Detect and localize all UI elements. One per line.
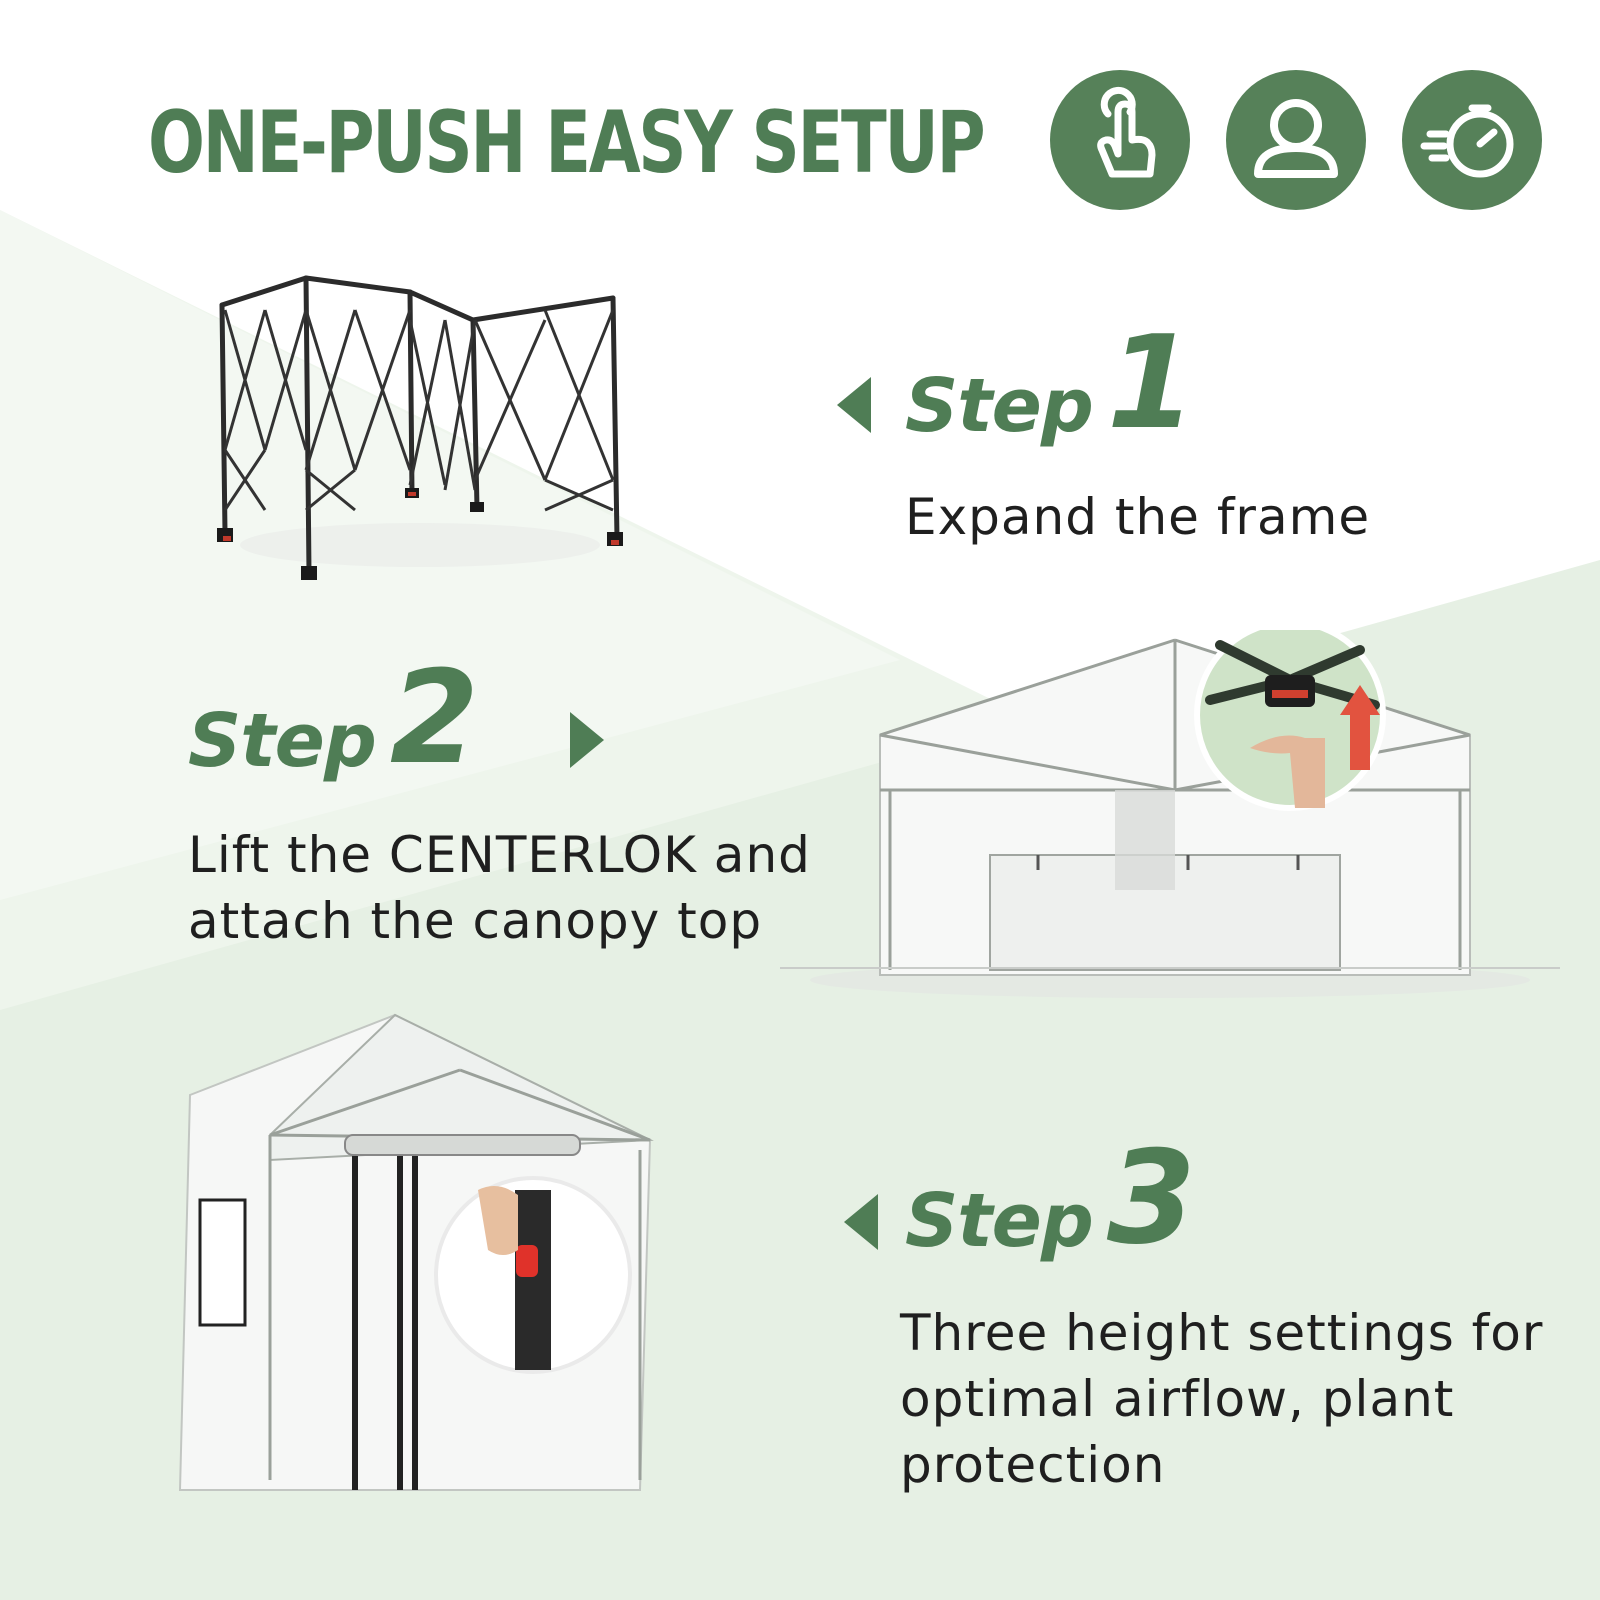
tall-greenhouse-photo — [160, 1010, 690, 1510]
step-1-description-line: Expand the frame — [905, 488, 1371, 546]
canopy-greenhouse-photo — [780, 630, 1560, 1010]
fast-stopwatch-icon — [1420, 104, 1514, 178]
single-person-icon — [1254, 99, 1338, 178]
step-2-arrow-right-icon — [570, 712, 604, 768]
step-3-arrow-left-icon — [844, 1194, 878, 1250]
step-2-description-line: attach the canopy top — [188, 892, 763, 950]
step-3-description-line: protection — [900, 1436, 1166, 1494]
tap-finger-icon — [1097, 86, 1156, 178]
step-3-description: Three height settings for optimal airflo… — [900, 1300, 1543, 1498]
step-2-word: Step — [188, 697, 377, 784]
step-3-description-line: optimal airflow, plant — [900, 1370, 1455, 1428]
step-3-heading: Step 3 — [905, 1124, 1196, 1273]
step-1-description: Expand the frame — [905, 484, 1370, 550]
step-3-description-line: Three height settings for — [900, 1304, 1544, 1362]
step-2-heading: Step 2 — [188, 644, 479, 793]
expanded-frame-photo — [205, 270, 635, 600]
step-1-arrow-left-icon — [837, 377, 871, 433]
step-1-number: 1 — [1106, 309, 1196, 458]
step-2-number: 2 — [389, 644, 479, 793]
person-badge — [1226, 70, 1366, 210]
step-3-number: 3 — [1106, 1124, 1196, 1273]
page-title: ONE-PUSH EASY SETUP — [148, 93, 986, 193]
step-1-heading: Step 1 — [905, 309, 1196, 458]
step-2-description: Lift the CENTERLOK and attach the canopy… — [188, 822, 811, 954]
step-3-word: Step — [905, 1177, 1094, 1264]
tap-badge — [1050, 70, 1190, 210]
speed-badge — [1402, 70, 1542, 210]
step-1-word: Step — [905, 362, 1094, 449]
step-2-description-line: Lift the CENTERLOK and — [188, 826, 811, 884]
